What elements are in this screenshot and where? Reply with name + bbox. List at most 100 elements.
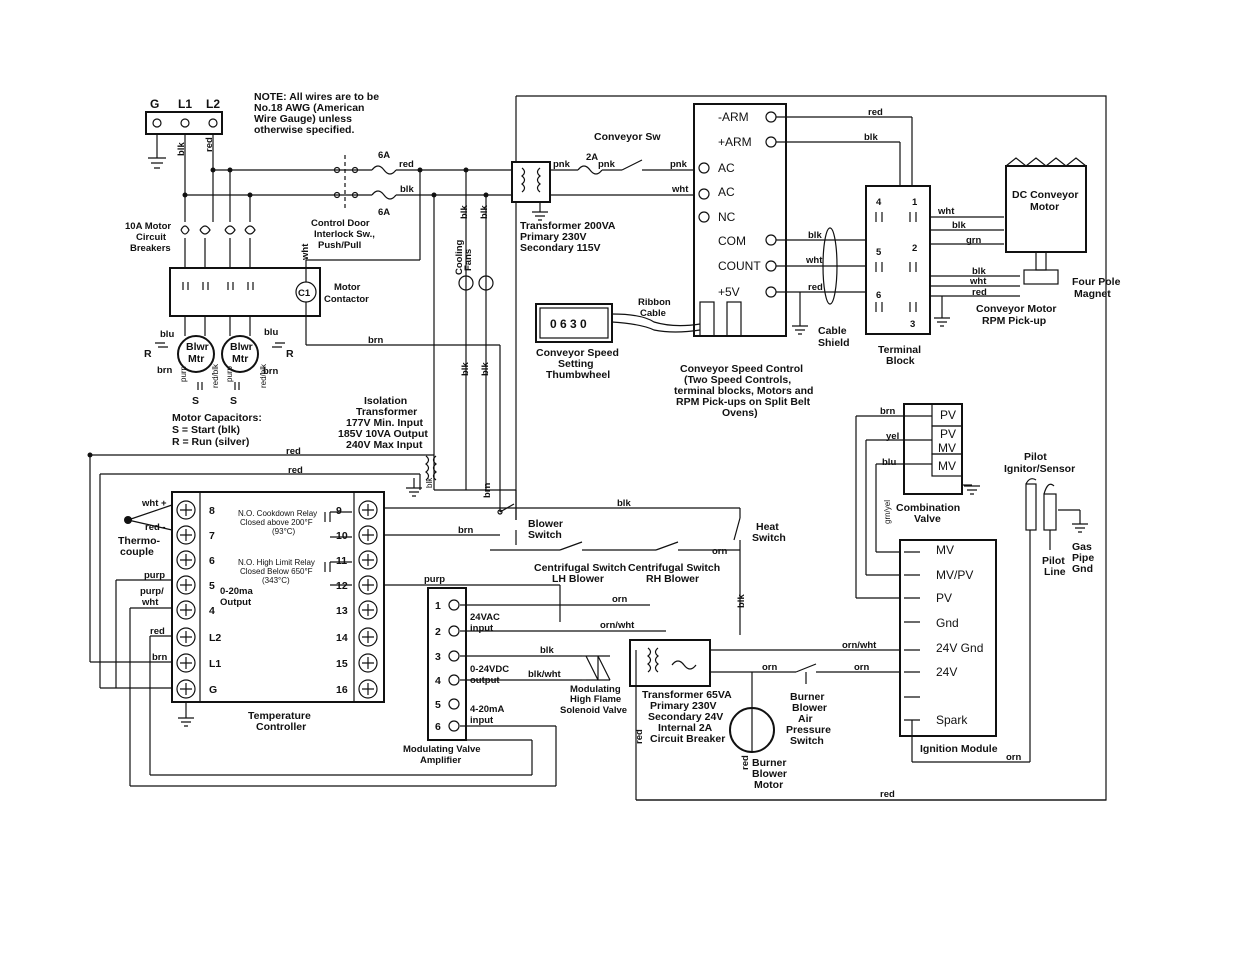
tc-left-terminal-label: 8: [209, 505, 215, 517]
svg-text:Shield: Shield: [818, 337, 850, 349]
tc-right-terminal-label: 13: [336, 605, 348, 617]
svg-text:pnk: pnk: [598, 159, 616, 170]
conveyor-speed-control: -ARM +ARM AC AC NC COM COUNT +5V: [693, 103, 787, 337]
tc-left-terminal: [176, 550, 196, 570]
svg-text:Circuit Breaker: Circuit Breaker: [650, 733, 725, 745]
svg-text:orn: orn: [762, 662, 778, 673]
svg-text:Motor Capacitors:: Motor Capacitors:: [172, 412, 262, 424]
svg-text:Isolation: Isolation: [364, 395, 407, 407]
svg-text:blk: blk: [480, 362, 491, 376]
tc-left-terminal: [176, 525, 196, 545]
svg-text:Motor: Motor: [754, 779, 783, 791]
svg-text:blu: blu: [264, 327, 278, 338]
svg-text:R = Run (silver): R = Run (silver): [172, 436, 249, 448]
svg-text:Motor: Motor: [1030, 201, 1059, 213]
amp-pin-label: 4: [435, 675, 441, 687]
tc-right-terminal: [358, 627, 378, 647]
tc-right-terminal: [358, 500, 378, 520]
svg-text:(343°C): (343°C): [262, 576, 290, 585]
svg-text:Pressure: Pressure: [786, 724, 831, 736]
motor-circuit-breakers: 10A Motor Circuit Breakers: [125, 221, 256, 254]
svg-text:Terminal: Terminal: [878, 344, 921, 356]
svg-text:N.O. High Limit Relay: N.O. High Limit Relay: [238, 558, 315, 567]
svg-text:Thermo-: Thermo-: [118, 535, 161, 547]
terminal-block: 4 1 5 2 6 3: [865, 185, 931, 335]
svg-text:2: 2: [912, 243, 917, 254]
tc-left-terminal-label: G: [209, 684, 217, 696]
svg-text:S = Start (blk): S = Start (blk): [172, 424, 240, 436]
svg-text:grn/yel: grn/yel: [883, 500, 892, 524]
air-pressure-switch[interactable]: Burner Blower Air Pressure Switch: [786, 663, 831, 747]
svg-text:0-20ma: 0-20ma: [220, 586, 253, 597]
svg-text:Push/Pull: Push/Pull: [318, 240, 361, 251]
heat-switch[interactable]: [733, 508, 741, 550]
svg-text:PV: PV: [940, 408, 956, 422]
svg-text:blk: blk: [400, 184, 414, 195]
svg-text:(93°C): (93°C): [272, 527, 296, 536]
svg-text:(Two Speed Controls,: (Two Speed Controls,: [684, 374, 791, 386]
svg-text:red: red: [868, 107, 883, 118]
svg-text:10A Motor: 10A Motor: [125, 221, 171, 232]
svg-text:Temperature: Temperature: [248, 710, 311, 722]
svg-text:Ignition Module: Ignition Module: [920, 743, 998, 755]
svg-text:blk: blk: [540, 645, 554, 656]
tc-right-terminal-label: 9: [336, 505, 342, 517]
svg-text:blk: blk: [460, 362, 471, 376]
svg-text:240V Max Input: 240V Max Input: [346, 439, 423, 451]
svg-text:orn: orn: [1006, 752, 1022, 763]
amp-pin-label: 6: [435, 721, 441, 733]
centrifugal-switch-lh[interactable]: [559, 541, 583, 551]
svg-text:Modulating: Modulating: [570, 684, 621, 695]
svg-text:Switch: Switch: [528, 529, 562, 541]
svg-text:Primary 230V: Primary 230V: [520, 231, 587, 243]
amp-pin: [448, 720, 460, 732]
svg-text:Transformer 200VA: Transformer 200VA: [520, 220, 616, 232]
svg-text:LH Blower: LH Blower: [552, 573, 604, 585]
ignition-module: MV MV/PV PV Gnd 24V Gnd 24V Spark Igniti…: [899, 539, 998, 755]
svg-text:blk: blk: [617, 498, 631, 509]
svg-text:Blwr: Blwr: [230, 341, 253, 353]
svg-text:R: R: [286, 348, 294, 360]
tc-right-terminal: [358, 679, 378, 699]
svg-text:Control Door: Control Door: [311, 218, 370, 229]
tc-left-terminal-label: L1: [209, 658, 221, 670]
svg-text:Four Pole: Four Pole: [1072, 276, 1121, 288]
svg-text:4: 4: [876, 197, 882, 208]
amp-pin-label: 2: [435, 626, 441, 638]
svg-text:red: red: [399, 159, 414, 170]
cooling-fan-2: [478, 275, 494, 291]
thermocouple: wht + red - Thermo- couple: [118, 498, 173, 558]
svg-text:+ARM: +ARM: [718, 135, 752, 149]
svg-text:brn: brn: [263, 366, 279, 377]
svg-text:wht: wht: [805, 255, 823, 266]
svg-text:AC: AC: [718, 161, 735, 175]
amp-pin-label: 1: [435, 600, 441, 612]
amp-pin: [448, 698, 460, 710]
svg-text:MV: MV: [938, 459, 956, 473]
svg-text:Output: Output: [220, 597, 252, 608]
svg-text:Heat: Heat: [756, 521, 779, 533]
tc-right-terminal: [358, 575, 378, 595]
svg-text:Amplifier: Amplifier: [420, 755, 461, 766]
tc-right-terminal: [358, 525, 378, 545]
fuse-6a-top: [371, 165, 397, 175]
svg-text:4-20mA: 4-20mA: [470, 704, 504, 715]
svg-text:terminal blocks, Motors and: terminal blocks, Motors and: [674, 385, 813, 397]
tc-right-terminal: [358, 550, 378, 570]
blower-switch[interactable]: Blower Switch: [497, 503, 563, 541]
svg-text:24V Gnd: 24V Gnd: [936, 641, 983, 655]
svg-text:Conveyor Motor: Conveyor Motor: [976, 303, 1057, 315]
svg-text:2A: 2A: [586, 152, 598, 163]
svg-text:blu: blu: [882, 457, 896, 468]
svg-text:red: red: [808, 282, 823, 293]
svg-text:wht: wht: [141, 597, 159, 608]
svg-text:RPM Pick-up: RPM Pick-up: [982, 315, 1046, 327]
svg-text:Contactor: Contactor: [324, 294, 369, 305]
conveyor-switch[interactable]: [621, 159, 643, 171]
svg-text:0-24VDC: 0-24VDC: [470, 664, 509, 675]
centrifugal-switch-rh[interactable]: [655, 541, 679, 551]
svg-text:6A: 6A: [378, 150, 390, 161]
svg-text:orn: orn: [712, 546, 728, 557]
tc-right-terminal-label: 16: [336, 684, 348, 696]
